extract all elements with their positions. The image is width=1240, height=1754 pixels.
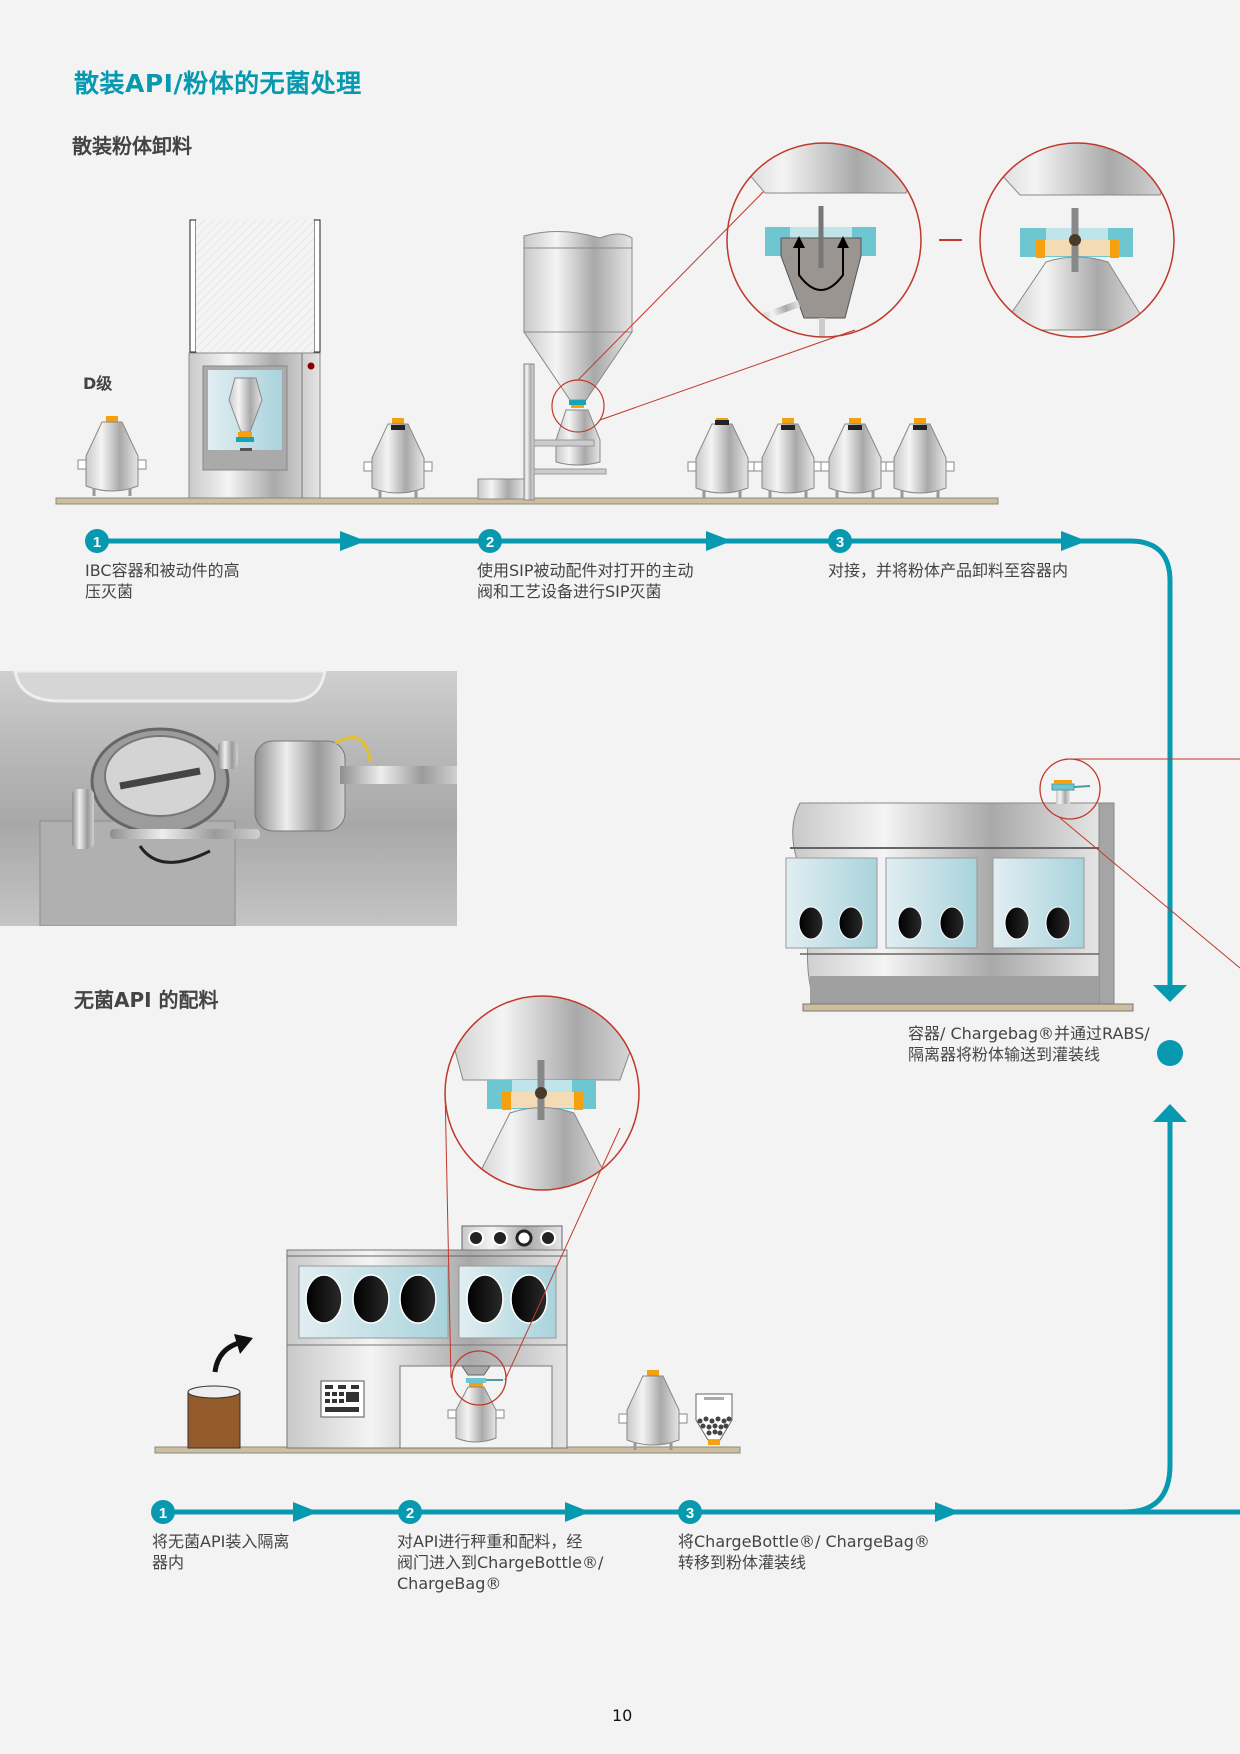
flow-arrow-icon <box>706 531 732 551</box>
bulk-step-2-badge: 2 <box>478 529 502 553</box>
page-title: 散装API/粉体的无菌处理 <box>74 69 362 98</box>
ibc-sealed-icon <box>362 416 434 500</box>
flow-arrow-icon <box>340 531 366 551</box>
svg-text:3: 3 <box>836 534 844 551</box>
sterile-step-3-badge: 3 <box>678 1500 702 1524</box>
sterile-step-1-text: 将无菌API装入隔离 器内 <box>152 1531 289 1573</box>
bulk-step-3-text: 对接，并将粉体产品卸料至容器内 <box>828 560 1068 581</box>
flow-arrow-icon <box>565 1502 590 1522</box>
chargebottle-icon <box>617 1368 689 1452</box>
ibc-row <box>686 416 956 500</box>
photo-illustration <box>13 671 457 926</box>
transfer-text: 容器/ Chargebag®并通过RABS/ 隔离器将粉体输送到灌装线 <box>908 1023 1150 1065</box>
flow-arrow-down-icon <box>1153 985 1187 1002</box>
line: ChargeBag® <box>397 1574 502 1593</box>
svg-text:2: 2 <box>406 1505 414 1522</box>
line: 隔离器将粉体输送到灌装线 <box>908 1045 1101 1064</box>
flow-arrow-icon <box>293 1502 318 1522</box>
isolator-glovebox-icon <box>286 1087 621 1449</box>
merge-point-dot <box>1157 1040 1183 1066</box>
svg-text:2: 2 <box>486 534 494 551</box>
sterile-step-2-badge: 2 <box>398 1500 422 1524</box>
bulk-step-1-badge: 1 <box>85 529 109 553</box>
valve-detail-charge-icon <box>444 995 640 1191</box>
flow-arrow-icon <box>1061 531 1087 551</box>
line: 阀门进入到ChargeBottle®/ <box>397 1553 604 1572</box>
line: 阀和工艺设备进行SIP灭菌 <box>477 582 662 601</box>
flow-arrow-up-icon <box>1153 1104 1187 1122</box>
line: 对API进行秤重和配料，经 <box>397 1532 583 1551</box>
autoclave-icon <box>188 219 321 499</box>
svg-text:1: 1 <box>159 1505 167 1522</box>
bulk-flow-line <box>97 531 1187 1002</box>
valve-detail-docked-icon <box>979 142 1175 338</box>
sterile-step-1-badge: 1 <box>151 1500 175 1524</box>
rabs-isolator-icon <box>785 758 1240 1012</box>
line: 对接，并将粉体产品卸料至容器内 <box>828 561 1069 580</box>
svg-text:3: 3 <box>686 1505 694 1522</box>
valve-detail-sip-icon <box>726 142 922 338</box>
line: 使用SIP被动配件对打开的主动 <box>477 561 694 580</box>
section-heading-bulk: 散装粉体卸料 <box>72 134 192 158</box>
chargebag-icon <box>695 1393 733 1445</box>
svg-text:1: 1 <box>93 534 101 551</box>
line: 转移到粉体灌装线 <box>678 1553 807 1572</box>
api-drum-icon <box>187 1334 253 1449</box>
hopper-station-icon <box>477 184 856 501</box>
grade-label: D级 <box>83 374 113 393</box>
equipment-photo <box>0 671 457 926</box>
section-heading-sterile: 无菌API 的配料 <box>74 988 219 1012</box>
line: IBC容器和被动件的高 <box>85 561 240 580</box>
line: 容器/ Chargebag®并通过RABS/ <box>908 1024 1150 1043</box>
line: 将ChargeBottle®/ ChargeBag® <box>678 1532 930 1551</box>
line: 压灭菌 <box>85 582 134 601</box>
page-number: 10 <box>612 1706 633 1725</box>
sterile-step-3-text: 将ChargeBottle®/ ChargeBag® 转移到粉体灌装线 <box>678 1531 930 1573</box>
sterile-step-2-text: 对API进行秤重和配料，经 阀门进入到ChargeBottle®/ Charge… <box>397 1531 603 1594</box>
bulk-step-3-badge: 3 <box>828 529 852 553</box>
line: 器内 <box>152 1553 185 1572</box>
bulk-step-2-text: 使用SIP被动配件对打开的主动 阀和工艺设备进行SIP灭菌 <box>477 560 694 602</box>
flow-arrow-icon <box>935 1502 960 1522</box>
ibc-container-icon <box>76 414 148 498</box>
line: 将无菌API装入隔离 <box>152 1532 290 1551</box>
bulk-step-1-text: IBC容器和被动件的高 压灭菌 <box>85 560 240 602</box>
